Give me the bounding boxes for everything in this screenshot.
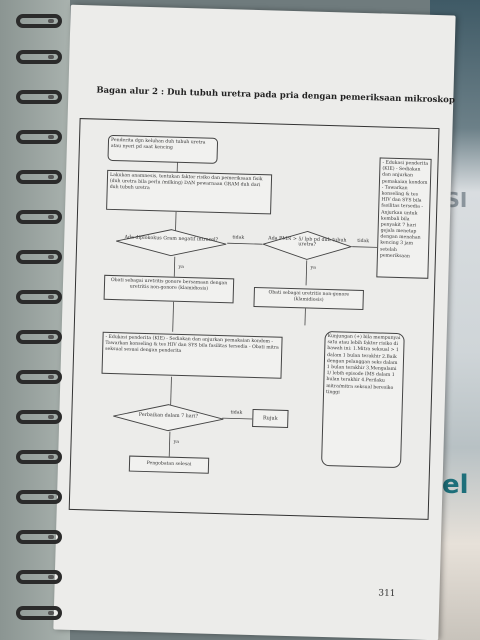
binding-ring (16, 570, 62, 584)
binding-ring (16, 290, 62, 304)
decision-improvement: Perbaikan dalam 7 hari? (112, 402, 225, 433)
binding-ring (16, 606, 62, 620)
binding-ring (16, 330, 62, 344)
decision-label: Perbaikan dalam 7 hari? (138, 412, 199, 420)
binding-ring (16, 250, 62, 264)
start-box: Penderita dgn keluhan duh tubuh uretra a… (107, 134, 219, 164)
risk-note-box: Kunjungan (+) bila mempunyai satu atau l… (321, 330, 405, 469)
binding-ring (16, 50, 62, 64)
binding-ring (16, 130, 62, 144)
background-label: el (442, 470, 469, 500)
no-label: tidak (230, 410, 243, 416)
binding-ring (16, 410, 62, 424)
decision-pmn: Ada PMN > 5/ lpb pd duh tubuh uretra? (261, 229, 353, 262)
binding-ring (16, 90, 62, 104)
binding-ring (16, 210, 62, 224)
education-box: - Edukasi penderita (KIE) - Sediakan dan… (376, 157, 432, 279)
binding-ring (16, 530, 62, 544)
binding-ring (16, 450, 62, 464)
decision-gram: Ada diplokokus Gram negatif intrasel? (115, 227, 228, 258)
flow-connectors (168, 161, 378, 457)
page-number: 311 (378, 588, 396, 600)
no-label: tidak (232, 235, 245, 241)
binding-ring (16, 14, 62, 28)
decision-label: Ada PMN > 5/ lpb pd duh tubuh uretra? (268, 236, 347, 248)
no-label: tidak (357, 238, 370, 245)
binding-ring (16, 370, 62, 384)
binding-ring (16, 490, 62, 504)
assessment-box: Lakukan anamnesis, tentukan faktor risik… (106, 169, 273, 215)
flowchart: Penderita dgn keluhan duh tubuh uretra a… (68, 118, 440, 520)
yes-label: ya (310, 265, 316, 271)
page-title: Bagan alur 2 : Duh tubuh uretra pada pri… (96, 85, 455, 106)
yes-label: ya (173, 439, 180, 445)
book-page: Bagan alur 2 : Duh tubuh uretra pada pri… (53, 4, 456, 640)
binding-ring (16, 170, 62, 184)
end-box: Pengobatan selesai (128, 455, 210, 474)
treatment-ngu-box: Obati sebagai uretritis non-gonore (klam… (253, 286, 364, 311)
followup-box: - Edukasi penderita (KIE) - Sediakan dan… (101, 331, 283, 379)
yes-label: ya (178, 264, 184, 271)
treatment-gonore-box: Obati sebagai uretritis gonore bersamaan… (103, 274, 235, 304)
refer-box: Rujuk (252, 408, 289, 428)
